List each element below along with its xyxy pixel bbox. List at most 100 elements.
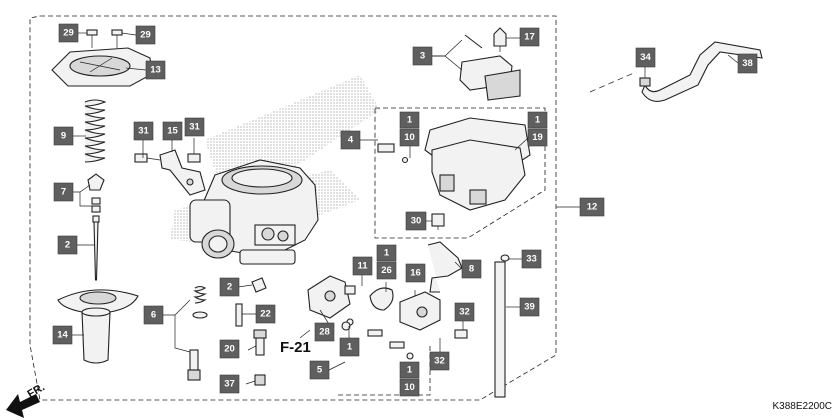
svg-text:34: 34 xyxy=(640,52,651,63)
leader-lines xyxy=(72,32,739,385)
callout-13: 13 xyxy=(145,60,166,80)
callout-19: 19 xyxy=(527,128,548,147)
needle-holder xyxy=(87,173,105,213)
air-vent-tube xyxy=(589,41,763,102)
svg-text:1: 1 xyxy=(347,342,353,353)
callout-10-upper: 10 xyxy=(399,128,420,147)
drain-screw xyxy=(431,213,445,230)
callout-31-left: 31 xyxy=(133,121,154,141)
svg-text:17: 17 xyxy=(524,32,535,43)
callout-29-right: 29 xyxy=(135,25,156,45)
carburetor-top-cover xyxy=(51,47,153,87)
callout-37: 37 xyxy=(219,374,240,394)
callout-26: 26 xyxy=(376,261,397,280)
svg-text:37: 37 xyxy=(224,379,235,390)
svg-text:11: 11 xyxy=(357,261,368,272)
bracket-screw-right xyxy=(187,153,201,163)
callout-39: 39 xyxy=(519,297,540,317)
svg-text:8: 8 xyxy=(469,264,474,275)
svg-text:22: 22 xyxy=(260,309,271,320)
svg-text:7: 7 xyxy=(61,187,66,198)
jet-needle-spring xyxy=(84,99,107,163)
svg-text:1: 1 xyxy=(407,115,413,126)
sensor-gasket xyxy=(369,287,394,311)
reference-label: F-21 xyxy=(280,339,311,356)
callout-34: 34 xyxy=(635,47,656,68)
callout-8: 8 xyxy=(461,259,482,279)
drawing-code: K388E2200C xyxy=(773,401,833,412)
svg-text:33: 33 xyxy=(526,254,537,265)
callout-1-float-a: 1 xyxy=(399,111,420,129)
svg-text:31: 31 xyxy=(189,122,200,133)
small-screw-right xyxy=(454,329,468,339)
svg-text:6: 6 xyxy=(151,310,156,321)
svg-text:29: 29 xyxy=(140,30,151,41)
callout-9: 9 xyxy=(53,126,74,146)
svg-text:16: 16 xyxy=(410,268,421,279)
washer-lower xyxy=(341,321,351,331)
float-pin-and-cap xyxy=(459,34,521,101)
svg-text:14: 14 xyxy=(57,330,68,341)
callout-5: 5 xyxy=(309,360,330,380)
svg-text:13: 13 xyxy=(150,65,161,76)
callout-4: 4 xyxy=(340,130,361,150)
vacuum-piston-diaphragm xyxy=(57,289,139,364)
callout-17: 17 xyxy=(519,27,540,47)
callout-11: 11 xyxy=(352,256,373,276)
jet-spring-set xyxy=(187,285,208,381)
plug-screw xyxy=(254,374,266,386)
callout-32-upper: 32 xyxy=(454,302,475,322)
carburetor-body xyxy=(189,159,319,265)
auto-bystarter xyxy=(399,291,441,331)
callout-22: 22 xyxy=(255,304,276,324)
svg-text:28: 28 xyxy=(319,327,330,338)
svg-text:32: 32 xyxy=(434,356,445,367)
svg-text:1: 1 xyxy=(535,115,541,126)
callout-2-middle: 2 xyxy=(219,277,240,297)
callout-30: 30 xyxy=(405,211,427,231)
callout-16: 16 xyxy=(405,263,426,283)
callout-14: 14 xyxy=(52,325,73,345)
svg-text:32: 32 xyxy=(459,307,470,318)
svg-text:38: 38 xyxy=(742,58,753,69)
assembly-frame xyxy=(29,15,557,401)
jet-needle xyxy=(92,215,100,281)
callout-1-lower: 1 xyxy=(339,337,360,357)
svg-text:26: 26 xyxy=(381,265,392,276)
callout-1-jet: 1 xyxy=(399,361,420,379)
screw-top-right xyxy=(111,29,123,48)
svg-text:20: 20 xyxy=(224,344,235,355)
svg-text:5: 5 xyxy=(317,365,323,376)
svg-text:10: 10 xyxy=(404,382,415,393)
callout-3: 3 xyxy=(412,46,433,66)
svg-text:1: 1 xyxy=(407,365,413,376)
svg-text:15: 15 xyxy=(167,126,178,137)
front-direction-marker: FR. xyxy=(6,381,47,418)
svg-text:31: 31 xyxy=(138,126,149,137)
callout-28: 28 xyxy=(314,322,335,342)
main-jet xyxy=(253,329,267,356)
callout-10-lower: 10 xyxy=(399,378,420,397)
air-screw xyxy=(493,27,507,52)
svg-text:10: 10 xyxy=(404,132,415,143)
throttle-position-sensor xyxy=(307,275,351,319)
float-chamber-frame xyxy=(374,107,546,239)
svg-text:12: 12 xyxy=(587,202,598,213)
chamber-screw xyxy=(377,143,409,164)
fuel-hose-fitting xyxy=(427,241,463,293)
jet-subframe xyxy=(338,345,431,396)
callout-29-left: 29 xyxy=(58,23,79,43)
throttle-cable-bracket xyxy=(159,149,206,196)
svg-text:4: 4 xyxy=(348,135,354,146)
callout-1-float-b: 1 xyxy=(527,111,548,129)
reference-arrow xyxy=(299,329,311,339)
callout-7: 7 xyxy=(53,182,74,202)
starter-jet xyxy=(235,277,267,327)
callout-12: 12 xyxy=(579,197,605,217)
svg-text:2: 2 xyxy=(227,282,232,293)
callout-1-sensor: 1 xyxy=(376,244,397,262)
svg-text:1: 1 xyxy=(384,248,390,259)
float-chamber-bowl xyxy=(431,139,526,211)
callout-2-left: 2 xyxy=(57,235,78,255)
